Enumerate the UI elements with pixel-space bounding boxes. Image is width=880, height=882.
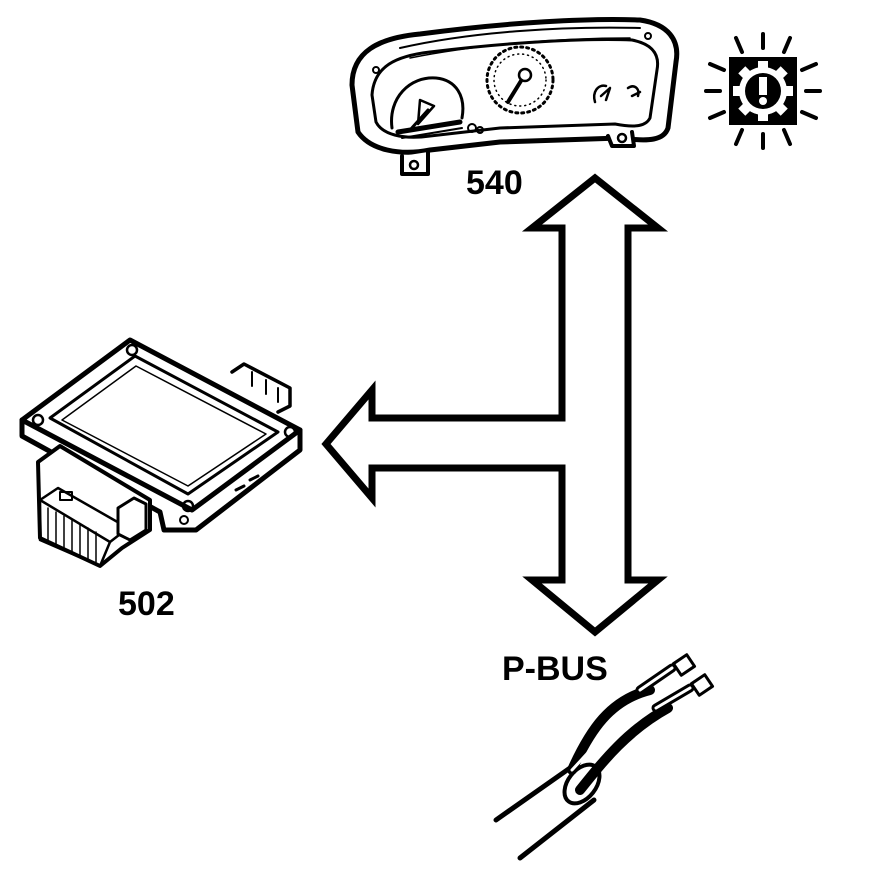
bus-label: P-BUS <box>502 650 608 688</box>
gear-warning-lamp-icon <box>704 32 822 150</box>
control-module-label: 502 <box>118 585 175 623</box>
control-module-icon <box>19 337 303 568</box>
instrument-cluster-label: 540 <box>466 164 523 202</box>
bus-arrow <box>321 173 669 637</box>
bus-cable-icon <box>493 653 715 861</box>
instrument-cluster-icon <box>349 17 680 176</box>
